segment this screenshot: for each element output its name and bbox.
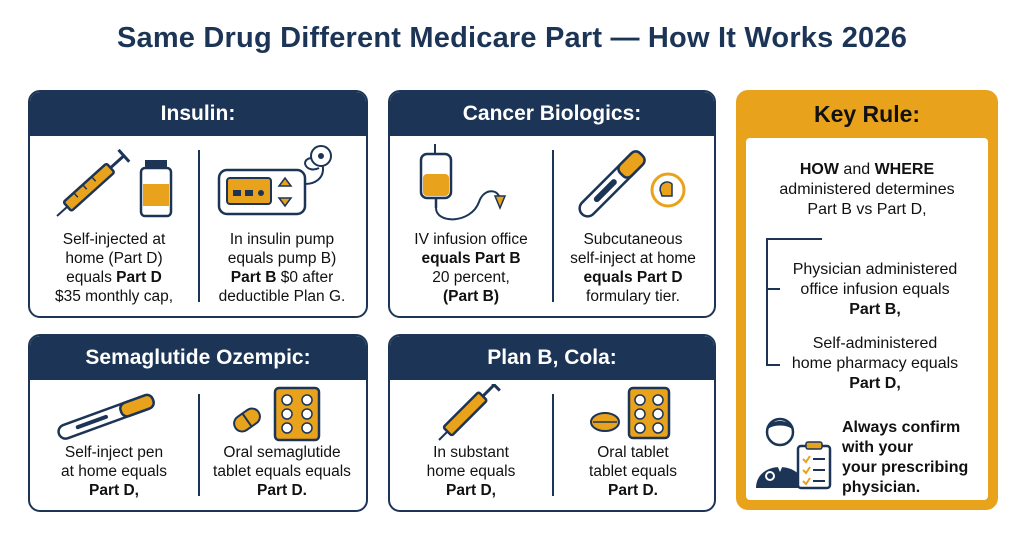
doctor-clipboard-icon bbox=[752, 412, 836, 492]
cancer-right-line1: Subcutaneous bbox=[583, 231, 683, 248]
injector-pen-icon bbox=[552, 144, 714, 224]
planb-right-line1: Oral tablet bbox=[597, 444, 669, 461]
key-where: WHERE bbox=[874, 161, 935, 178]
iv-bag-icon bbox=[390, 144, 552, 224]
key-p2-line2: office infusion equals bbox=[800, 281, 950, 298]
key-p4-line1: Always confirm bbox=[842, 419, 961, 436]
cancer-right-line2: self-inject at home bbox=[570, 250, 696, 267]
semaglutide-divider bbox=[198, 394, 200, 496]
key-p4-line4: physician. bbox=[842, 479, 921, 496]
cancer-left-line2: equals Part B bbox=[421, 250, 521, 267]
key-bracket-top bbox=[766, 238, 822, 240]
key-how: HOW bbox=[799, 161, 839, 178]
pen-icon bbox=[30, 384, 198, 444]
planb-divider bbox=[552, 394, 554, 496]
insulin-right-part: Part B bbox=[230, 269, 277, 286]
insulin-left-equals: equals bbox=[66, 269, 117, 286]
semaglutide-card: Semaglutide Ozempic: Self-inject pen at … bbox=[28, 334, 368, 512]
key-rule-panel: Key Rule: HOW and WHERE administered det… bbox=[736, 90, 998, 510]
key-p3-line3: Part D, bbox=[849, 375, 901, 392]
sema-right-line3: Part D. bbox=[257, 482, 307, 499]
cancer-card: Cancer Biologics: IV infusion office equ… bbox=[388, 90, 716, 318]
cancer-left-line4: (Part B) bbox=[443, 288, 499, 305]
key-p4: Always confirm with your your prescribin… bbox=[842, 418, 968, 498]
sema-left-line2: at home equals bbox=[61, 463, 167, 480]
planb-header: Plan B, Cola: bbox=[390, 336, 714, 380]
insulin-card: Insulin: bbox=[28, 90, 368, 318]
planb-right-line2: tablet equals bbox=[589, 463, 677, 480]
key-bracket-bottom bbox=[766, 364, 780, 366]
sema-right-line1: Oral semaglutide bbox=[223, 444, 341, 461]
insulin-left-part: Part D bbox=[116, 269, 162, 286]
key-p2-line3: Part B, bbox=[849, 301, 901, 318]
tablet-blister-icon bbox=[552, 384, 714, 444]
insulin-right-line2: equals pump B) bbox=[227, 250, 337, 267]
page-title: Same Drug Different Medicare Part — How … bbox=[116, 22, 908, 54]
sema-left-line1: Self-inject pen bbox=[64, 444, 164, 461]
insulin-left-cap: $35 monthly cap, bbox=[54, 288, 174, 305]
insulin-right-last: deductible Plan G. bbox=[218, 288, 346, 305]
syringe-icon bbox=[390, 384, 552, 444]
insulin-pump-icon bbox=[198, 144, 366, 224]
insulin-left-line1: Self-injected at bbox=[62, 231, 166, 248]
syringe-vial-icon bbox=[30, 144, 198, 224]
sema-left-line3: Part D, bbox=[89, 482, 139, 499]
cancer-divider bbox=[552, 150, 554, 302]
cancer-left-line1: IV infusion office bbox=[414, 231, 528, 248]
cancer-left-line3: 20 percent, bbox=[432, 269, 510, 286]
key-rule-header: Key Rule: bbox=[813, 101, 921, 127]
semaglutide-header: Semaglutide Ozempic: bbox=[30, 336, 366, 380]
insulin-left-line2: home (Part D) bbox=[65, 250, 163, 267]
sema-right-line2: tablet equals equals bbox=[213, 463, 351, 480]
key-bracket-mid bbox=[766, 288, 780, 290]
insulin-right-rest: $0 after bbox=[276, 269, 334, 286]
cancer-header: Cancer Biologics: bbox=[390, 92, 714, 136]
key-rule-body: HOW and WHERE administered determines Pa… bbox=[746, 138, 988, 500]
key-p4-line2: with your bbox=[842, 439, 914, 456]
key-bracket bbox=[766, 238, 768, 366]
key-p1-line2: administered determines bbox=[779, 181, 955, 198]
planb-left-line1: In substant bbox=[433, 444, 509, 461]
planb-card: Plan B, Cola: In substant home equals Pa… bbox=[388, 334, 716, 512]
key-p1-line3: Part B vs Part D, bbox=[807, 201, 927, 218]
key-p4-line3: your prescribing bbox=[842, 459, 969, 476]
pill-blister-icon bbox=[198, 384, 366, 444]
insulin-header: Insulin: bbox=[30, 92, 366, 136]
key-p3-line1: Self-administered bbox=[812, 335, 938, 352]
insulin-divider bbox=[198, 150, 200, 302]
key-p3-line2: home pharmacy equals bbox=[791, 355, 959, 372]
cancer-right-line3: equals Part D bbox=[583, 269, 683, 286]
insulin-right-line1: In insulin pump bbox=[229, 231, 335, 248]
planb-left-line2: home equals bbox=[426, 463, 516, 480]
planb-right-line3: Part D. bbox=[608, 482, 658, 499]
cancer-right-line4: formulary tier. bbox=[586, 288, 680, 305]
key-and: and bbox=[838, 161, 875, 178]
planb-left-line3: Part D, bbox=[446, 482, 496, 499]
key-p2-line1: Physician administered bbox=[792, 261, 958, 278]
